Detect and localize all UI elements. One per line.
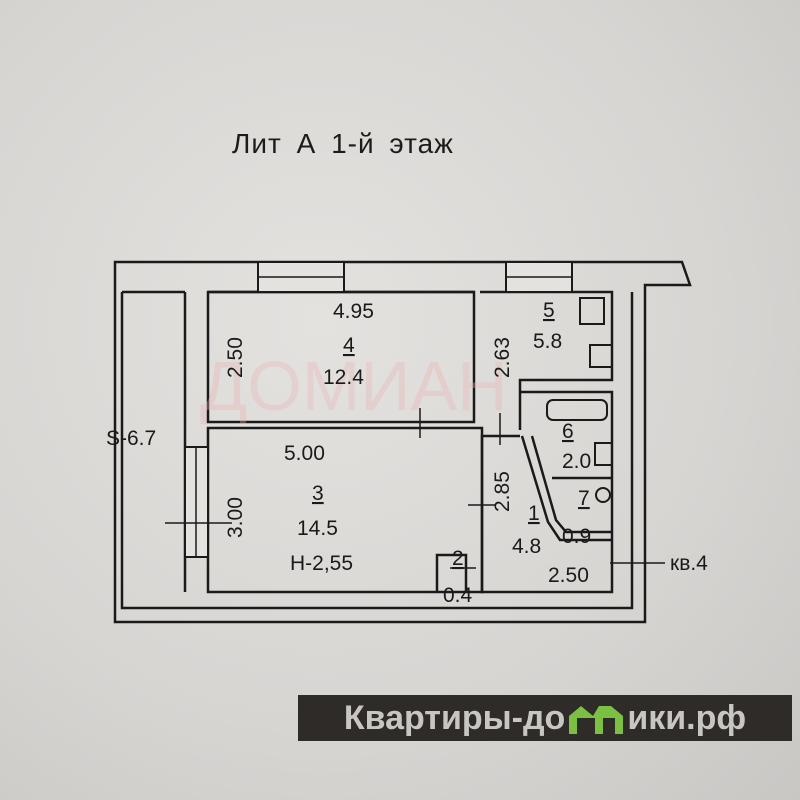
watermark: ДОМИАН xyxy=(200,347,508,425)
inner-outline xyxy=(120,290,634,610)
room-5-depth: 2.63 xyxy=(491,337,514,378)
closet-2 xyxy=(435,553,468,592)
fixtures xyxy=(546,297,613,503)
site-banner: Квартиры-до ики.рф xyxy=(298,695,792,741)
room-2-area: 0.4 xyxy=(443,584,473,607)
corridor-diagonal xyxy=(520,435,612,542)
banner-text-end: ики.рф xyxy=(627,698,747,737)
banner-text-start: Квартиры-до xyxy=(343,698,566,737)
room-4-area: 12.4 xyxy=(323,366,364,389)
room-3-area: 14.5 xyxy=(297,517,338,540)
apartment-label: кв.4 xyxy=(670,552,708,575)
room-5-area: 5.8 xyxy=(533,330,562,353)
stove-icon xyxy=(579,297,605,325)
bathtub-icon xyxy=(546,399,608,421)
room-3-width: 5.00 xyxy=(284,442,325,465)
room-3-depth: 3.00 xyxy=(224,497,247,538)
room-3-height: Н-2,55 xyxy=(290,552,353,575)
room-6-area: 2.0 xyxy=(562,450,591,473)
sink-icon xyxy=(589,344,613,368)
room-4-width: 4.95 xyxy=(333,300,374,323)
room-5-number: 5 xyxy=(543,299,555,322)
bath-outline xyxy=(480,390,614,594)
washbasin-icon xyxy=(594,442,613,466)
room-4-depth: 2.50 xyxy=(224,337,247,378)
room-1-depth: 2.85 xyxy=(491,471,514,512)
plan-title: Лит А 1-й этаж xyxy=(232,128,454,159)
room-4-number: 4 xyxy=(343,334,355,357)
toilet-icon xyxy=(595,487,611,503)
houses-logo-icon xyxy=(569,706,624,734)
balcony-area: S-6.7 xyxy=(106,427,156,450)
room-6-number: 6 xyxy=(562,420,574,443)
room-7-area: 0.9 xyxy=(562,525,591,548)
room-2-number: 2 xyxy=(452,547,464,570)
room-1-area: 4.8 xyxy=(512,535,541,558)
room-1-width: 2.50 xyxy=(548,564,589,587)
outer-wall xyxy=(113,260,692,624)
room-7-number: 7 xyxy=(578,487,590,510)
room-3-number: 3 xyxy=(312,482,324,505)
room-1-number: 1 xyxy=(528,502,540,525)
